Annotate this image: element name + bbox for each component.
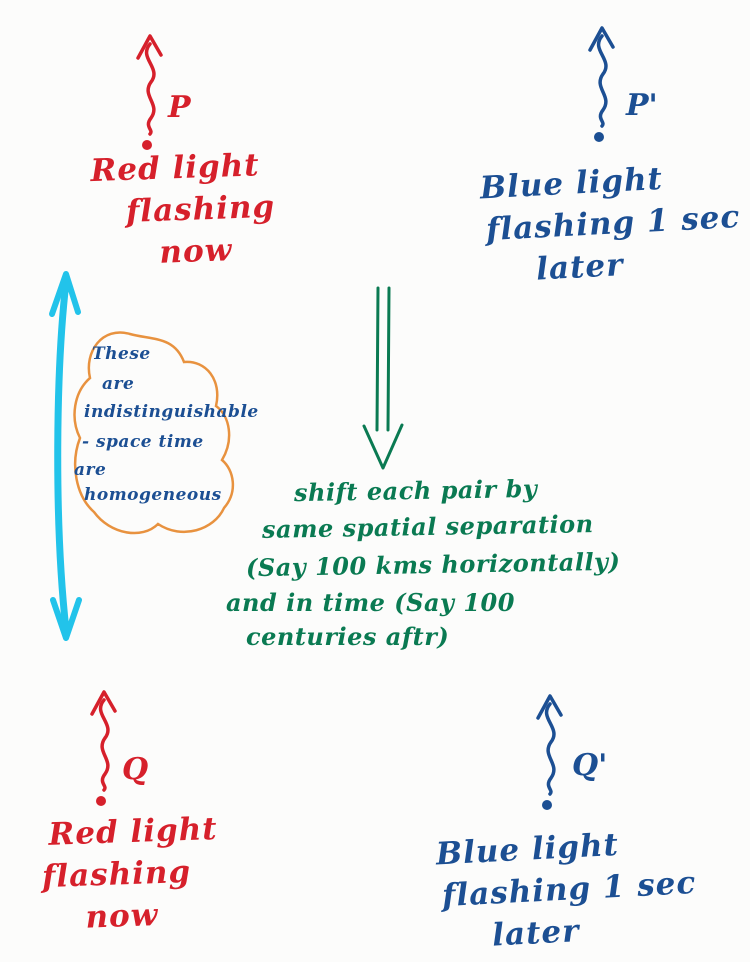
blob-outline	[73, 331, 234, 535]
caption-red-bottom: Red light flashing now	[40, 809, 221, 941]
point-label-q-prime: Q'	[572, 748, 608, 783]
point-label-p: P	[168, 90, 191, 125]
caption-line: now	[158, 231, 233, 271]
center-note-line: and in time (Say 100	[226, 588, 515, 617]
double-headed-arrow-icon	[49, 271, 82, 641]
center-note-line: centuries aftr)	[246, 622, 450, 651]
caption-line: flashing	[125, 188, 276, 230]
blue-flash-squiggle-arrow-icon	[536, 694, 563, 810]
red-flash-squiggle-arrow-icon	[90, 690, 117, 806]
blob-note-line: are	[74, 460, 107, 480]
caption-line: flashing	[41, 853, 192, 895]
blob-note-line: homogeneous	[84, 485, 222, 505]
center-note-line: same spatial separation	[261, 509, 594, 544]
red-flash-squiggle-arrow-icon	[136, 34, 163, 150]
caption-red-top: Red light flashing now	[84, 145, 277, 277]
caption-line: Red light	[89, 147, 261, 190]
blob-note-line: indistinguishable	[84, 402, 259, 422]
blob-note-line: These	[92, 344, 151, 364]
center-note-line: shift each pair by	[293, 473, 538, 508]
blob-note-line: - space time	[82, 432, 204, 452]
blue-flash-squiggle-arrow-icon	[588, 26, 615, 142]
blob-note-line: are	[102, 374, 135, 394]
caption-line: now	[84, 896, 159, 936]
point-label-p-prime: P'	[626, 88, 658, 123]
caption-blue-top: Blue light flashing 1 sec later	[465, 155, 744, 295]
caption-line: Red light	[47, 810, 219, 853]
point-label-q: Q	[122, 752, 149, 787]
center-note-line: (Say 100 kms horizontally)	[245, 546, 621, 583]
downward-double-arrow-icon	[362, 286, 404, 470]
caption-blue-bottom: Blue light flashing 1 sec later	[421, 821, 700, 961]
